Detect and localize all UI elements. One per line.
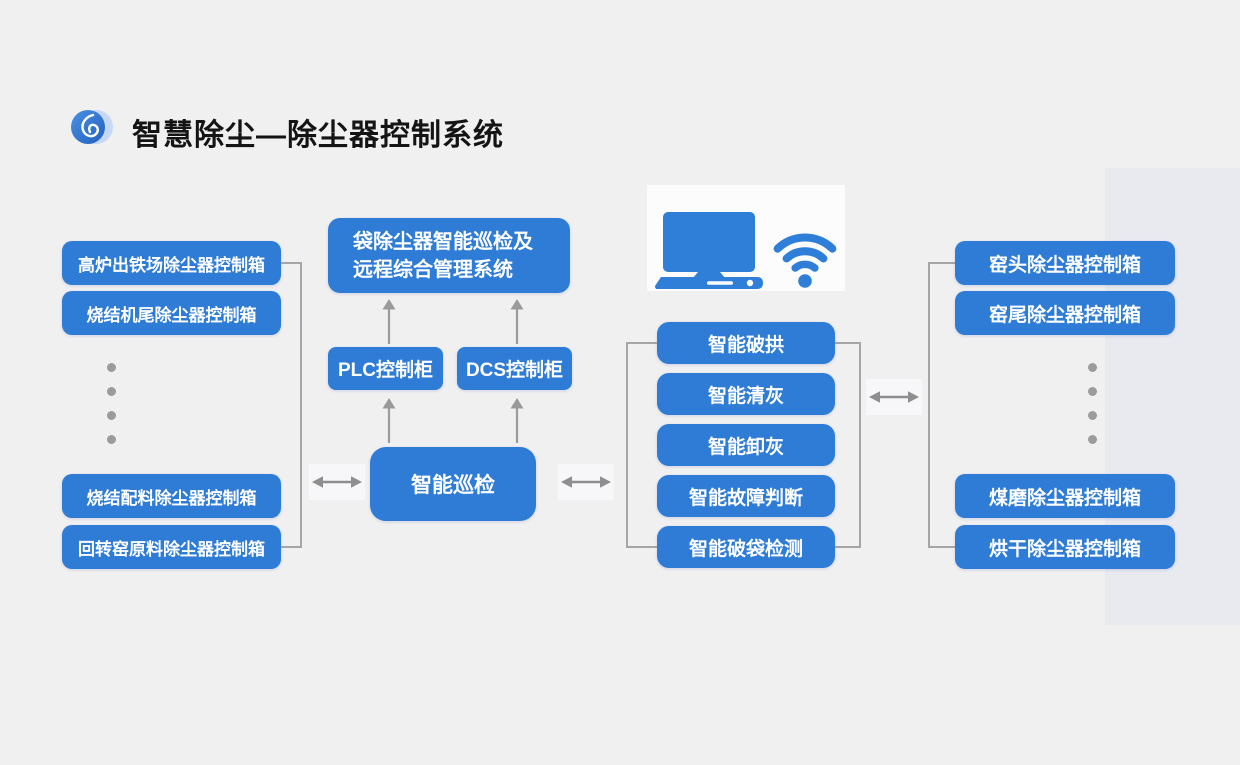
network-panel — [647, 185, 845, 291]
wifi-icon — [773, 233, 837, 288]
up-arrow-icon — [510, 398, 524, 443]
node-plc-cabinet: PLC控制柜 — [328, 347, 443, 390]
up-arrow-icon — [510, 299, 524, 344]
management-system-line2: 远程综合管理系统 — [353, 258, 513, 281]
ellipsis-dots — [1088, 363, 1097, 459]
double-arrow-icon — [869, 391, 919, 403]
node-drying: 烘干除尘器控制箱 — [955, 525, 1175, 569]
node-smart-ash-unloading: 智能卸灰 — [657, 424, 835, 466]
desktop-computer-icon — [655, 212, 837, 289]
double-arrow-icon — [312, 476, 362, 488]
page-title: 智慧除尘—除尘器控制系统 — [132, 119, 504, 152]
node-kiln-tail: 窑尾除尘器控制箱 — [955, 291, 1175, 335]
connector-right-top-stub — [929, 262, 955, 264]
node-smart-ash-cleaning: 智能清灰 — [657, 373, 835, 415]
connector-functions-right-top-stub — [835, 342, 861, 344]
node-management-system: 袋除尘器智能巡检及 远程综合管理系统 — [328, 218, 570, 293]
node-smart-inspection: 智能巡检 — [370, 447, 536, 521]
node-kiln-head: 窑头除尘器控制箱 — [955, 241, 1175, 285]
up-arrow-icon — [382, 299, 396, 344]
connector-left-bottom-stub — [281, 546, 301, 548]
connector-right-vertical — [928, 262, 930, 548]
connector-left-top-stub — [281, 262, 301, 264]
connector-functions-left-top-stub — [627, 342, 657, 344]
node-smart-arch-breaking: 智能破拱 — [657, 322, 835, 364]
node-blast-furnace-tapping: 高炉出铁场除尘器控制箱 — [62, 241, 281, 285]
connector-functions-left-bottom-stub — [627, 546, 657, 548]
ellipsis-dots — [107, 363, 116, 459]
management-system-line1: 袋除尘器智能巡检及 — [353, 230, 533, 253]
node-rotary-kiln-raw-material: 回转窑原料除尘器控制箱 — [62, 525, 281, 569]
double-arrow-icon — [561, 476, 611, 488]
connector-functions-right-vertical — [859, 342, 861, 548]
node-sinter-machine-tail: 烧结机尾除尘器控制箱 — [62, 291, 281, 335]
node-coal-mill: 煤磨除尘器控制箱 — [955, 474, 1175, 518]
swirl-logo-icon — [71, 110, 113, 144]
node-dcs-cabinet: DCS控制柜 — [457, 347, 572, 390]
connector-right-bottom-stub — [929, 546, 955, 548]
connector-functions-left-vertical — [626, 342, 628, 548]
up-arrow-icon — [382, 398, 396, 443]
node-sinter-batching: 烧结配料除尘器控制箱 — [62, 474, 281, 518]
node-smart-bag-break-detection: 智能破袋检测 — [657, 526, 835, 568]
connector-left-vertical — [300, 262, 302, 548]
connector-functions-right-bottom-stub — [835, 546, 861, 548]
node-smart-fault-diagnosis: 智能故障判断 — [657, 475, 835, 517]
